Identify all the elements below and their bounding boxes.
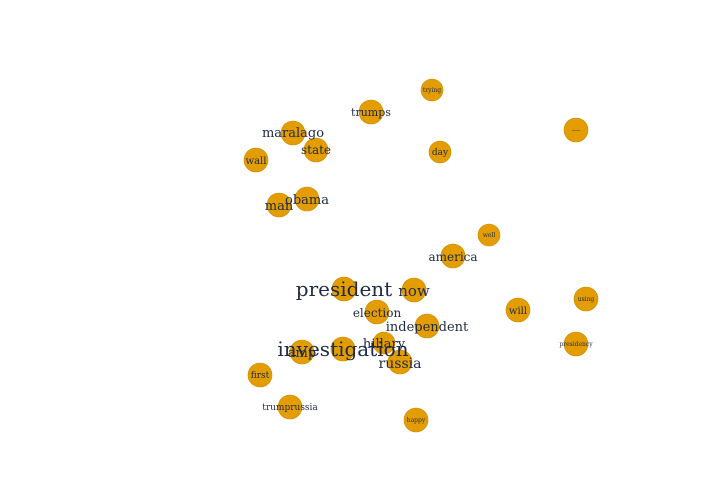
node-label-will: will bbox=[509, 306, 527, 317]
node-label-state: state bbox=[301, 143, 331, 157]
node-obama bbox=[294, 186, 320, 212]
node-label-maralago: maralago bbox=[262, 126, 324, 141]
node-label-now: now bbox=[398, 282, 430, 300]
node-label-russia: russia bbox=[379, 356, 422, 372]
node-label-unknown-dash: ---- bbox=[572, 127, 580, 134]
node-maralago bbox=[280, 120, 306, 146]
labels-layer: trying trumps ---- maralago state day wall obam… bbox=[246, 87, 595, 424]
node-independent bbox=[414, 313, 440, 339]
node-hillary bbox=[372, 331, 396, 355]
node-now bbox=[401, 277, 427, 303]
node-trumps bbox=[358, 99, 384, 125]
node-presidency bbox=[563, 331, 589, 357]
node-day bbox=[428, 140, 452, 164]
node-amp bbox=[289, 339, 315, 365]
node-label-using: using bbox=[578, 296, 595, 303]
node-state bbox=[303, 137, 329, 163]
node-wall bbox=[243, 147, 269, 173]
node-label-trumps: trumps bbox=[351, 106, 391, 119]
node-russia bbox=[387, 349, 413, 375]
node-president bbox=[331, 276, 357, 302]
node-america bbox=[440, 243, 466, 269]
node-label-president: president bbox=[296, 277, 392, 301]
node-label-man: man bbox=[265, 199, 294, 214]
node-label-happy: happy bbox=[407, 417, 426, 424]
node-label-well: well bbox=[483, 232, 496, 239]
node-label-first: first bbox=[251, 371, 270, 381]
node-label-amp: amp bbox=[288, 346, 316, 361]
node-label-obama: obama bbox=[285, 193, 329, 208]
node-label-day: day bbox=[432, 148, 449, 158]
nodes-layer bbox=[243, 78, 599, 433]
node-happy bbox=[403, 407, 429, 433]
node-label-america: america bbox=[428, 250, 477, 264]
node-well bbox=[477, 223, 501, 247]
node-label-trying: trying bbox=[423, 87, 441, 94]
node-label-presidency: presidency bbox=[559, 341, 593, 348]
node-trying bbox=[420, 78, 444, 102]
node-first bbox=[247, 362, 273, 388]
node-label-investigation: investigation bbox=[277, 337, 408, 361]
node-label-independent: independent bbox=[386, 320, 469, 335]
node-investigation bbox=[330, 336, 356, 362]
node-unknown-dash bbox=[563, 117, 589, 143]
node-trumprussia bbox=[277, 394, 303, 420]
node-label-wall: wall bbox=[246, 156, 267, 167]
node-election bbox=[364, 299, 390, 325]
node-label-hillary: hillary bbox=[363, 337, 406, 352]
node-man bbox=[266, 192, 292, 218]
node-label-election: election bbox=[353, 306, 402, 320]
node-will bbox=[505, 297, 531, 323]
node-using bbox=[573, 286, 599, 312]
node-label-trumprussia: trumprussia bbox=[262, 403, 318, 413]
